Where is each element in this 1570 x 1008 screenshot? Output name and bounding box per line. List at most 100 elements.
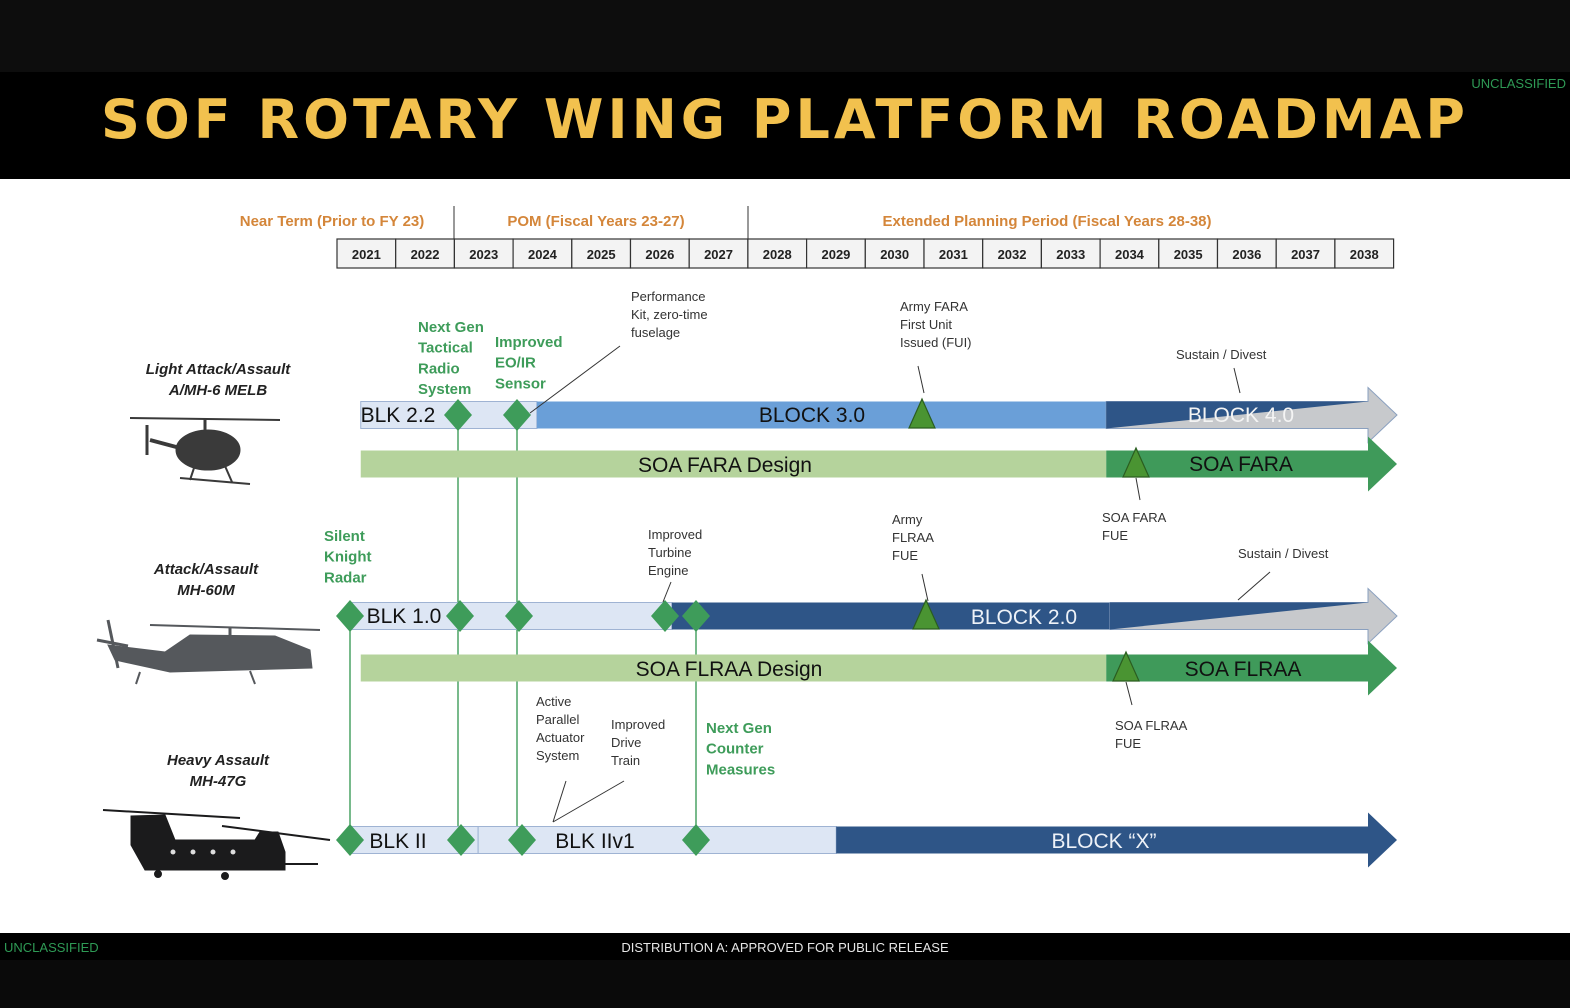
milestone-triangle <box>1112 650 1140 682</box>
bar-label-soa-flraa: SOA FLRAA <box>1185 658 1302 681</box>
platform-category-mh47: Heavy Assault <box>167 752 270 769</box>
year-cell <box>571 238 632 269</box>
year-label: 2037 <box>1291 247 1320 262</box>
callout-leader <box>529 345 621 414</box>
sustain-fade-wedge <box>1106 401 1368 429</box>
roadmap-bar <box>360 654 1107 682</box>
roadmap-bar <box>536 401 1107 429</box>
bar-label-blk-iiv1: BLK IIv1 <box>555 830 634 853</box>
roadmap-arrow <box>836 812 1397 868</box>
footer-bar <box>0 933 1570 960</box>
roadmap-bars <box>348 386 1398 868</box>
year-cell <box>923 238 984 269</box>
milestone-diamond <box>505 600 533 632</box>
period-label-epp: Extended Planning Period (Fiscal Years 2… <box>882 213 1211 230</box>
year-label: 2025 <box>587 247 616 262</box>
slide-title: SOF ROTARY WING PLATFORM ROADMAP <box>101 88 1469 151</box>
callout-leaders <box>529 345 1271 823</box>
year-label: 2033 <box>1056 247 1085 262</box>
milestone-diamond <box>503 399 531 431</box>
year-label: 2027 <box>704 247 733 262</box>
chinook-helicopter-icon <box>102 809 331 880</box>
callout-leader <box>1135 477 1141 501</box>
year-cell <box>805 238 866 269</box>
year-label: 2021 <box>352 247 381 262</box>
milestone-triangle <box>908 397 936 429</box>
distribution-statement: DISTRIBUTION A: APPROVED FOR PUBLIC RELE… <box>621 940 949 955</box>
light-helicopter-icon <box>129 417 281 485</box>
callout-leader <box>1233 367 1241 394</box>
milestone-triangle <box>912 598 940 630</box>
callout-leader <box>552 780 625 823</box>
platform-name-mh60: MH-60M <box>177 582 235 599</box>
period-label-pom: POM (Fiscal Years 23-27) <box>507 213 684 230</box>
platform-category-mh60: Attack/Assault <box>153 561 259 578</box>
bar-label-block-3-0: BLOCK 3.0 <box>759 404 865 427</box>
bar-label-blk-ii: BLK II <box>369 830 426 853</box>
roadmap-slide: Near Term (Prior to FY 23) POM (Fiscal Y… <box>0 179 1570 933</box>
year-label: 2028 <box>763 247 792 262</box>
classification-top: UNCLASSIFIED <box>1471 76 1566 91</box>
roadmap-arrow <box>1106 436 1397 492</box>
bar-label-soa-fara-design: SOA FARA Design <box>638 454 812 477</box>
callout-leader <box>1125 681 1133 706</box>
year-label: 2036 <box>1232 247 1261 262</box>
year-cell <box>1334 238 1395 269</box>
year-label: 2034 <box>1115 247 1145 262</box>
milestone-annotation: Sustain / Divest <box>1176 347 1267 362</box>
year-label: 2031 <box>939 247 968 262</box>
year-label: 2022 <box>411 247 440 262</box>
platform-category-mh6: Light Attack/Assault <box>146 361 291 378</box>
callout-leader <box>1237 571 1271 601</box>
bar-label-block-x: BLOCK “X” <box>1051 830 1156 853</box>
year-label: 2035 <box>1174 247 1203 262</box>
roadmap-arrow <box>1106 640 1397 696</box>
milestone-diamond <box>508 824 536 856</box>
callout-leader <box>921 573 929 602</box>
milestone-diamond <box>444 399 472 431</box>
period-label-near-term: Near Term (Prior to FY 23) <box>240 213 425 230</box>
classification-bottom: UNCLASSIFIED <box>4 940 99 955</box>
year-cell <box>1216 238 1277 269</box>
roadmap-arrow <box>1109 587 1398 645</box>
milestone-diamond <box>336 824 364 856</box>
milestone-diamond <box>682 600 710 632</box>
year-label: 2038 <box>1350 247 1379 262</box>
milestone-markers <box>336 397 1150 856</box>
callout-leader <box>552 780 567 823</box>
platform-name-mh6: A/MH-6 MELB <box>168 382 267 399</box>
roadmap-bar <box>360 450 1107 478</box>
blackhawk-helicopter-icon <box>96 619 321 685</box>
roadmap-arrow <box>1105 386 1398 444</box>
top-letterbox <box>0 0 1570 72</box>
milestone-diamond <box>651 600 679 632</box>
bottom-letterbox <box>0 960 1570 1008</box>
bar-label-soa-fara: SOA FARA <box>1189 453 1293 476</box>
bar-label-blk-2-2: BLK 2.2 <box>361 404 436 427</box>
bar-label-block-2-0: BLOCK 2.0 <box>971 606 1077 629</box>
year-label: 2029 <box>821 247 850 262</box>
bar-label-soa-flraa-design: SOA FLRAA Design <box>636 658 823 681</box>
milestone-diamond <box>446 600 474 632</box>
callout-leader <box>662 581 672 603</box>
sustain-fade-wedge <box>1110 602 1368 630</box>
year-cell <box>1158 238 1219 269</box>
milestone-diamond <box>447 824 475 856</box>
year-label: 2024 <box>528 247 558 262</box>
milestone-annotation: Sustain / Divest <box>1238 546 1329 561</box>
bar-label-blk-1-0: BLK 1.0 <box>367 605 442 628</box>
milestone-diamond <box>336 600 364 632</box>
platform-name-mh47: MH-47G <box>190 773 247 790</box>
